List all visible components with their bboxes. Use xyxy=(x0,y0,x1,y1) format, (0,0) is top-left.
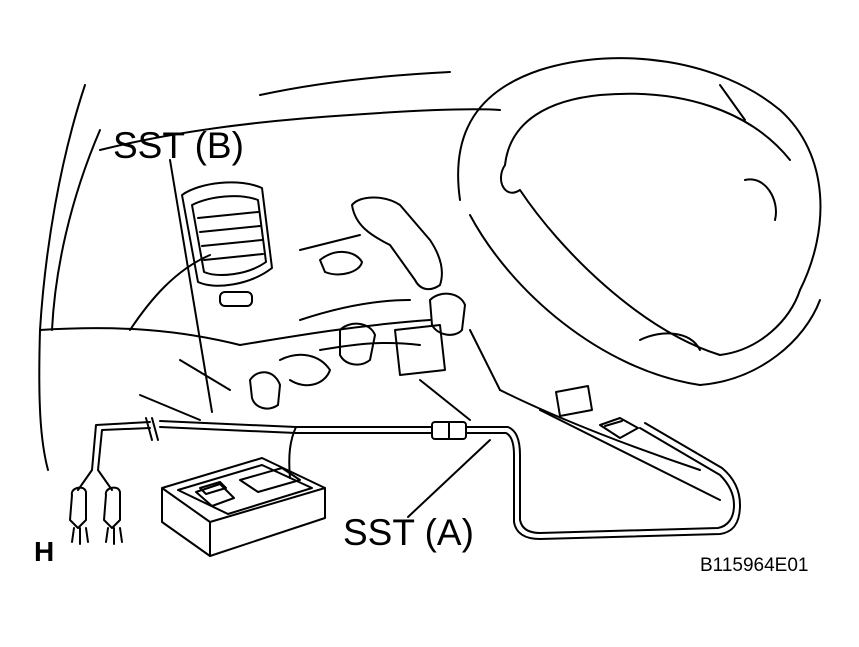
steering-wheel xyxy=(457,57,822,386)
dashboard-upper xyxy=(39,71,501,346)
sst-box xyxy=(161,457,326,557)
label-h: H xyxy=(34,536,55,567)
door-pillar xyxy=(38,84,101,471)
sst-a-leader xyxy=(407,439,491,518)
figure-code: B115964E01 xyxy=(700,555,809,576)
label-sst-b: SST (B) xyxy=(113,125,244,166)
steering-column xyxy=(139,292,721,501)
test-probes xyxy=(69,486,123,545)
wire-harness xyxy=(77,417,741,540)
air-vent xyxy=(181,181,273,307)
label-sst-a: SST (A) xyxy=(343,512,474,553)
sst-b-leader xyxy=(169,159,213,413)
switch-stalk xyxy=(299,196,443,291)
dlc-plug xyxy=(599,417,639,439)
